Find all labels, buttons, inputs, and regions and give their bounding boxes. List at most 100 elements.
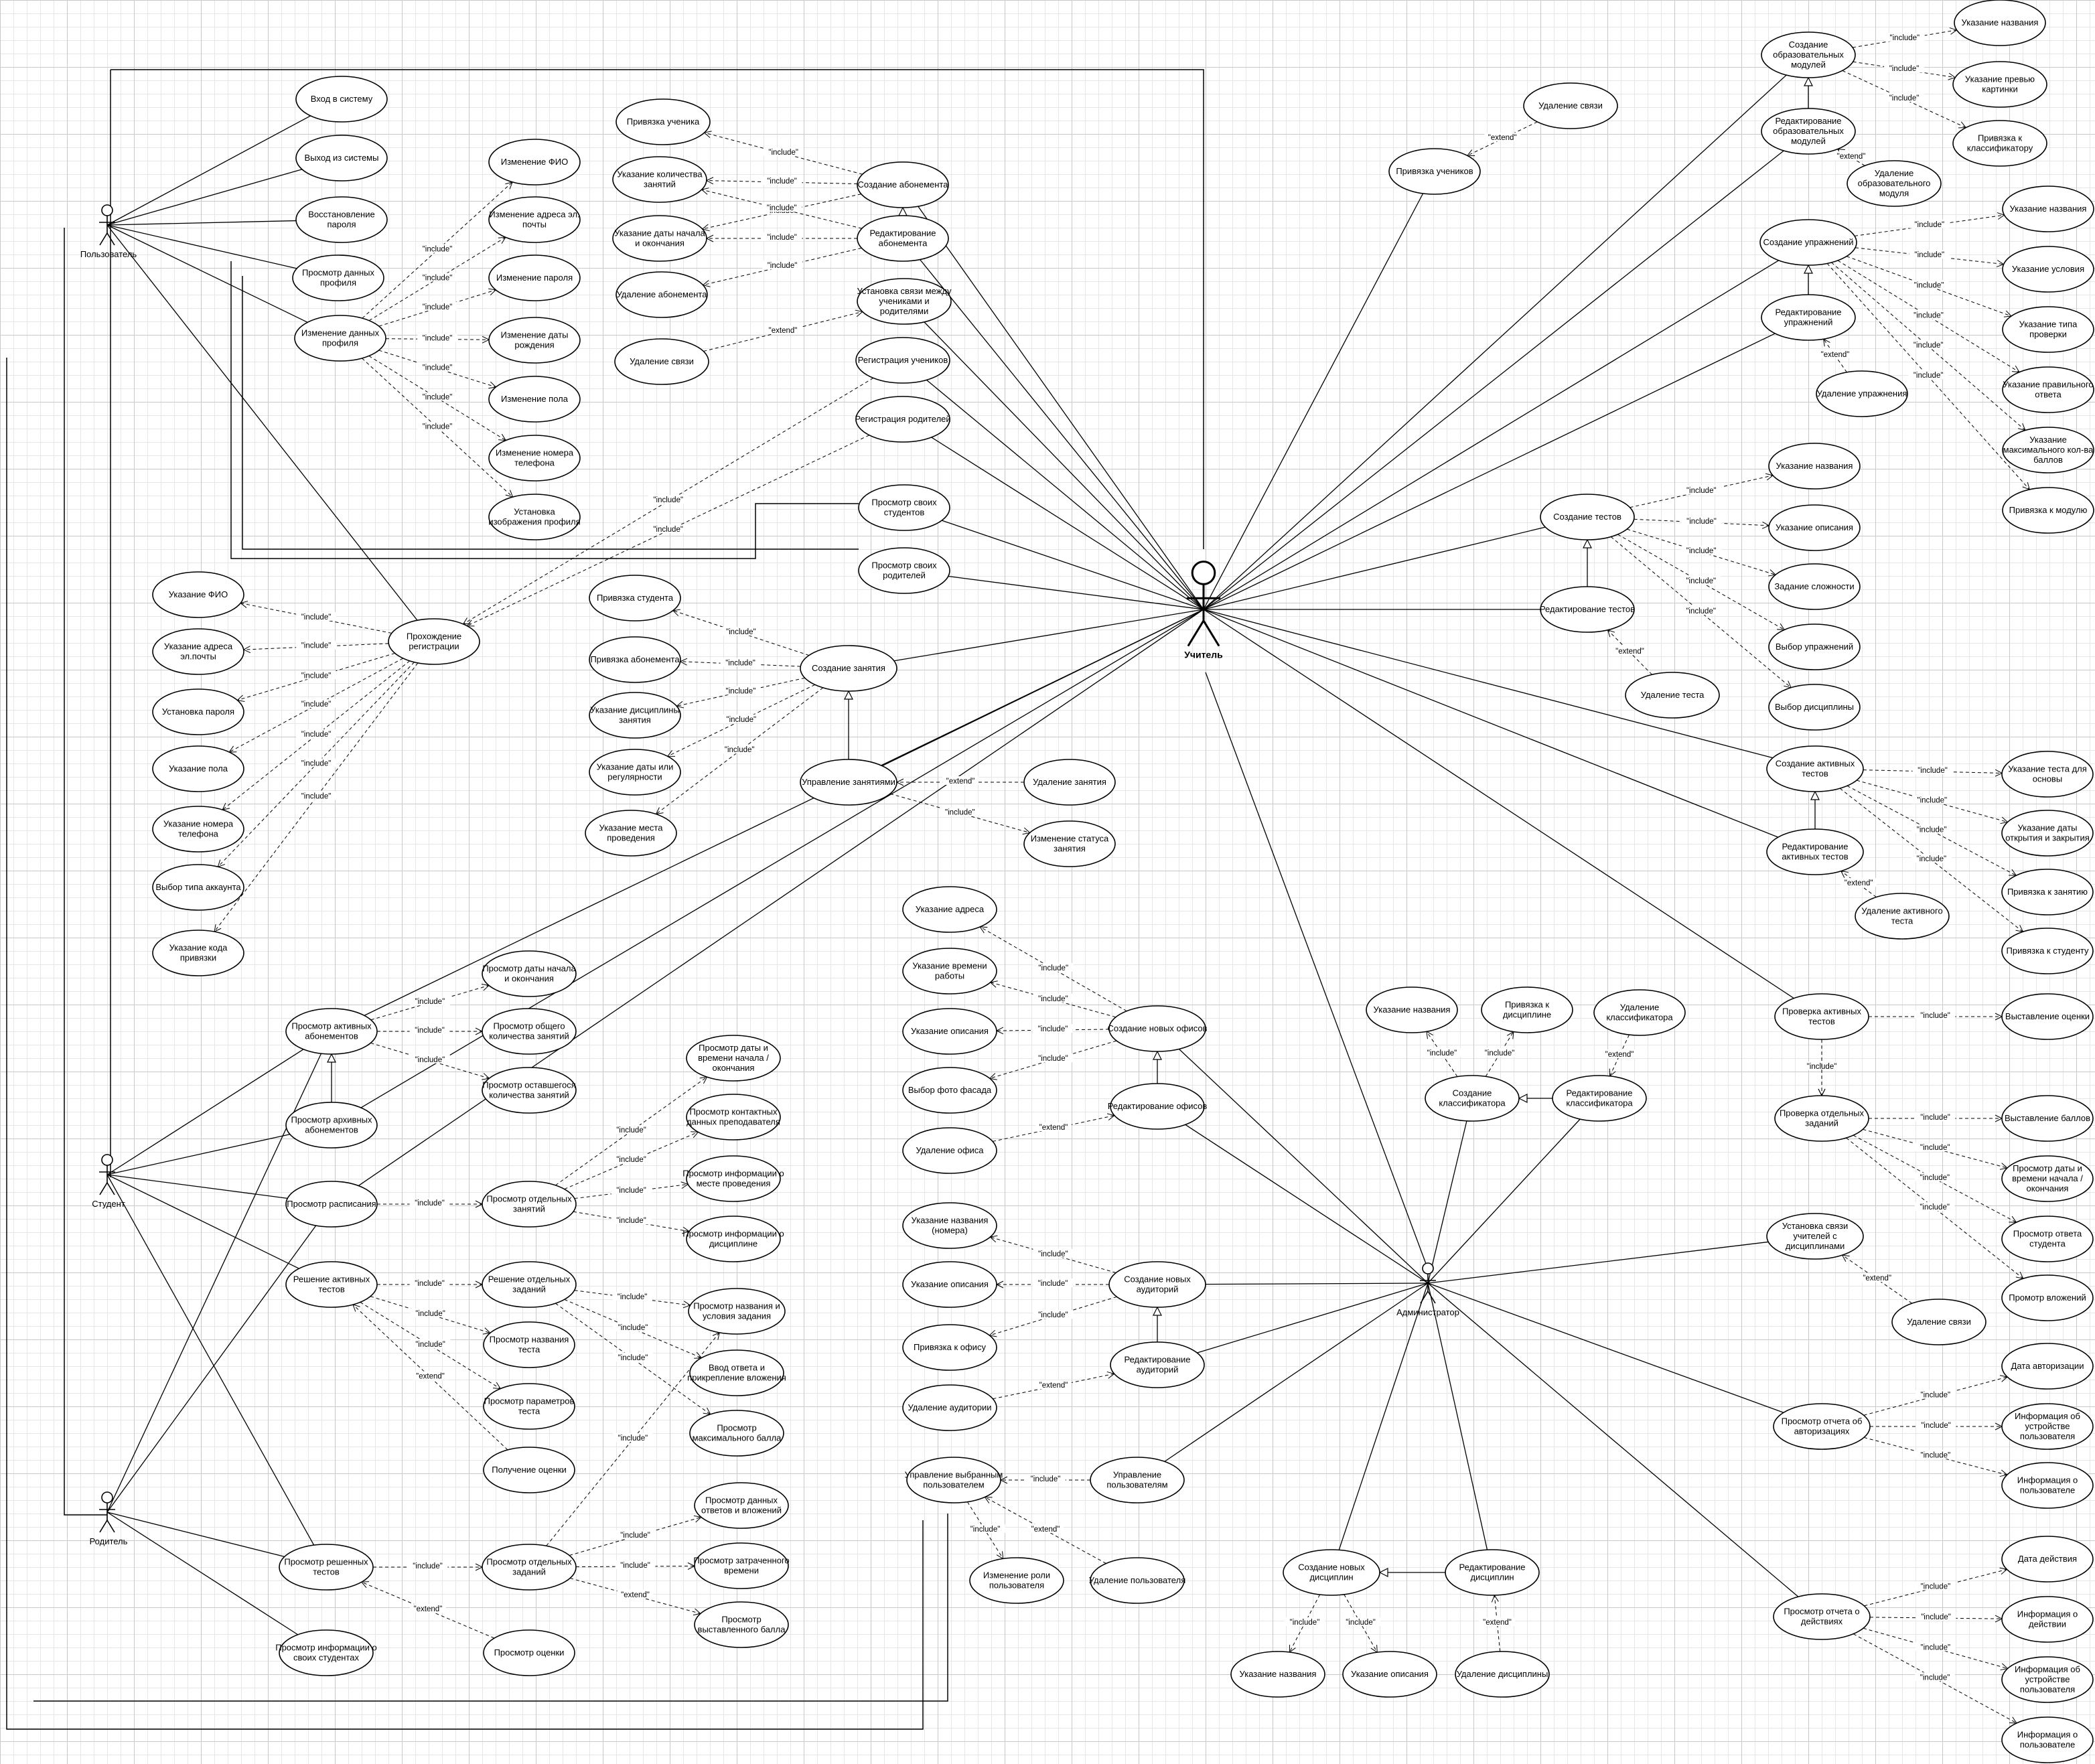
use-case-e-name[interactable]: Указание названия <box>2002 186 2094 232</box>
use-case-t-grade[interactable]: Получение оценки <box>483 1447 575 1493</box>
use-case-rd-date[interactable]: Дата действия <box>2001 1536 2094 1583</box>
use-case-d-del[interactable]: Удаление дисциплины <box>1455 1651 1550 1698</box>
use-case-reg-stud[interactable]: Регистрация учеников <box>855 337 950 384</box>
use-case-u-login[interactable]: Вход в систему <box>295 76 388 123</box>
use-case-e-cond[interactable]: Указание условия <box>2002 246 2094 293</box>
use-case-r-type[interactable]: Выбор типа аккаунта <box>152 864 244 911</box>
actor-student[interactable]: Студент <box>92 1154 125 1209</box>
use-case-ts-name[interactable]: Указание названия <box>1768 443 1861 490</box>
use-case-ts-ex[interactable]: Выбор упражнений <box>1768 623 1861 670</box>
use-case-l-manage[interactable]: Управление занятиями <box>800 759 897 806</box>
use-case-s-create[interactable]: Создание абонемента <box>857 161 949 208</box>
use-case-ts-create[interactable]: Создание тестов <box>1540 494 1635 540</box>
use-case-r-sex[interactable]: Указание пола <box>152 745 244 792</box>
use-case-ch-grade[interactable]: Выставление оценки <box>2001 993 2094 1040</box>
use-case-r-fio[interactable]: Указание ФИО <box>152 571 244 618</box>
use-case-ts-del[interactable]: Удаление теста <box>1625 672 1720 719</box>
use-case-l-create[interactable]: Создание занятия <box>800 645 897 692</box>
use-case-ts-edit[interactable]: Редактирование тестов <box>1540 586 1635 633</box>
use-case-m-name[interactable]: Указание названия <box>1954 0 2046 46</box>
use-case-e-mod[interactable]: Привязка к модулю <box>2002 487 2094 534</box>
use-case-d-desc[interactable]: Указание описания <box>1342 1651 1437 1698</box>
use-case-at-lesson[interactable]: Привязка к занятию <box>2001 869 2094 915</box>
use-case-au-office[interactable]: Привязка к офису <box>902 1324 997 1371</box>
use-case-p-fio[interactable]: Изменение ФИО <box>488 139 581 186</box>
use-case-o-desc[interactable]: Указание описания <box>902 1008 997 1055</box>
use-case-o-edit[interactable]: Редактирование офисов <box>1108 1083 1208 1130</box>
use-case-e-del[interactable]: Удаление упражнения <box>1816 370 1908 417</box>
use-case-ln-bind[interactable]: Привязка учеников <box>1388 148 1481 195</box>
use-case-ts-disc[interactable]: Выбор дисциплины <box>1768 684 1861 731</box>
use-case-c-name[interactable]: Указание названия <box>1366 986 1458 1033</box>
use-case-o-create[interactable]: Создание новых офисов <box>1108 1005 1208 1052</box>
use-case-ts-desc[interactable]: Указание описания <box>1768 504 1861 551</box>
actor-teacher[interactable]: Учитель <box>1184 561 1223 660</box>
use-case-ch-att[interactable]: Промотр вложений <box>2001 1274 2094 1321</box>
use-case-l-sub[interactable]: Привязка абонемента <box>589 636 681 683</box>
use-case-r-pass[interactable]: Установка пароля <box>152 688 244 735</box>
use-case-p-sex[interactable]: Изменение пола <box>488 376 581 423</box>
actor-user[interactable]: Пользователь <box>80 204 137 259</box>
use-case-at-student[interactable]: Привязка к студенту <box>2001 928 2094 974</box>
use-case-u-logout[interactable]: Выход из системы <box>295 135 388 181</box>
use-case-o-photo[interactable]: Выбор фото фасада <box>902 1067 997 1114</box>
actor-parent[interactable]: Родитель <box>90 1491 128 1546</box>
use-case-ts-diff[interactable]: Задание сложности <box>1768 563 1861 610</box>
use-case-um-del[interactable]: Удаление пользователя <box>1089 1557 1185 1604</box>
use-case-l-delete[interactable]: Удаление занятия <box>1023 759 1116 806</box>
use-case-ch-score[interactable]: Выставление баллов <box>2001 1095 2094 1142</box>
use-case-s-dellink[interactable]: Удаление связи <box>614 338 709 385</box>
